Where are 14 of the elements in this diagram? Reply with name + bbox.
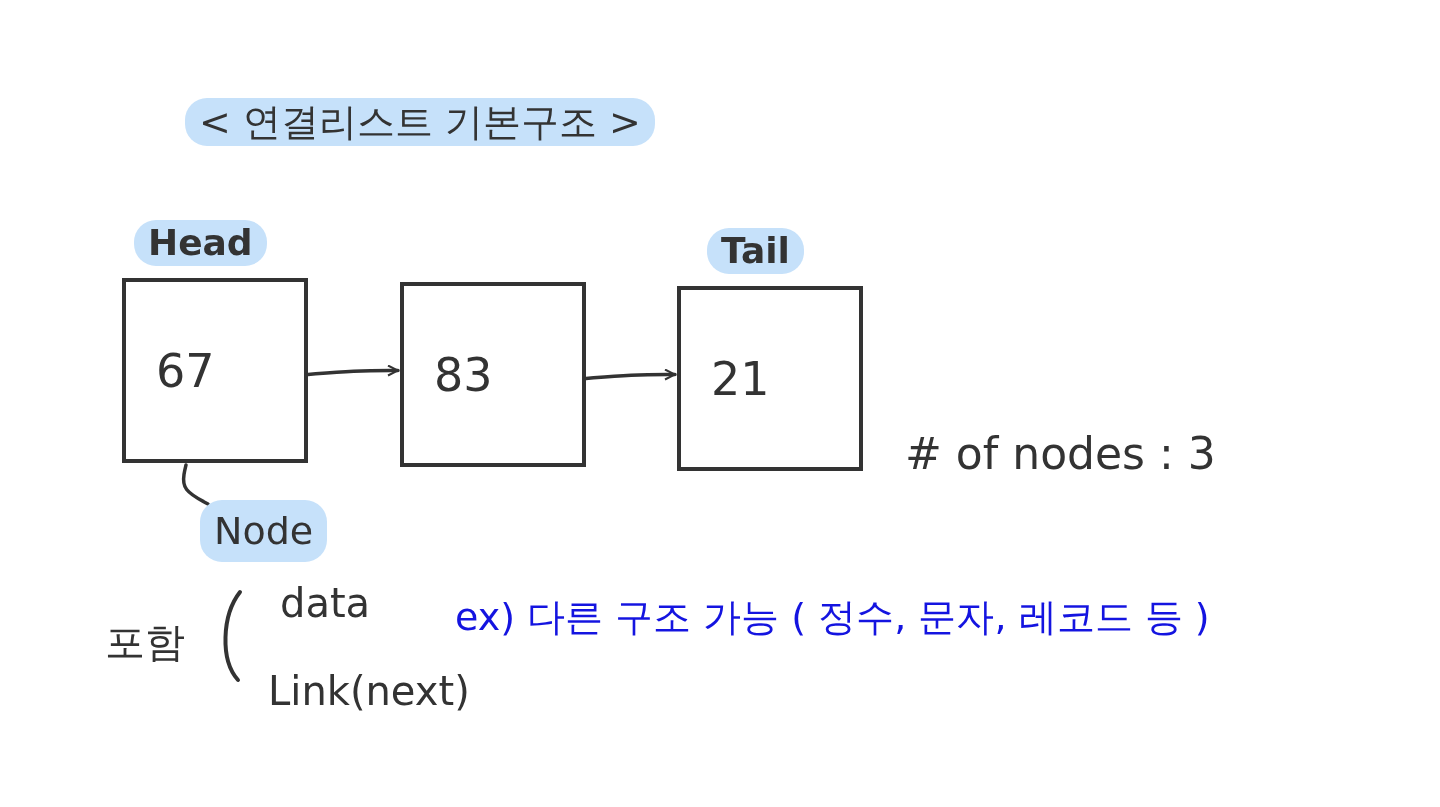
node-value: 67 — [156, 343, 215, 398]
pointer-label: Head — [134, 220, 267, 266]
node-value: 21 — [711, 351, 770, 406]
leader-line — [181, 463, 210, 506]
example-note: ex) 다른 구조 가능 ( 정수, 문자, 레코드 등 ) — [455, 594, 1210, 641]
includes-label: 포함 — [105, 618, 185, 667]
pointer-label: Tail — [707, 228, 804, 274]
field-label: data — [280, 580, 371, 626]
field-label: Link(next) — [268, 668, 470, 714]
title: < 연결리스트 기본구조 > — [185, 98, 655, 146]
node-box — [400, 282, 586, 467]
node-label: Node — [200, 500, 328, 562]
node-value: 83 — [434, 347, 493, 402]
node-count: # of nodes : 3 — [905, 428, 1216, 479]
